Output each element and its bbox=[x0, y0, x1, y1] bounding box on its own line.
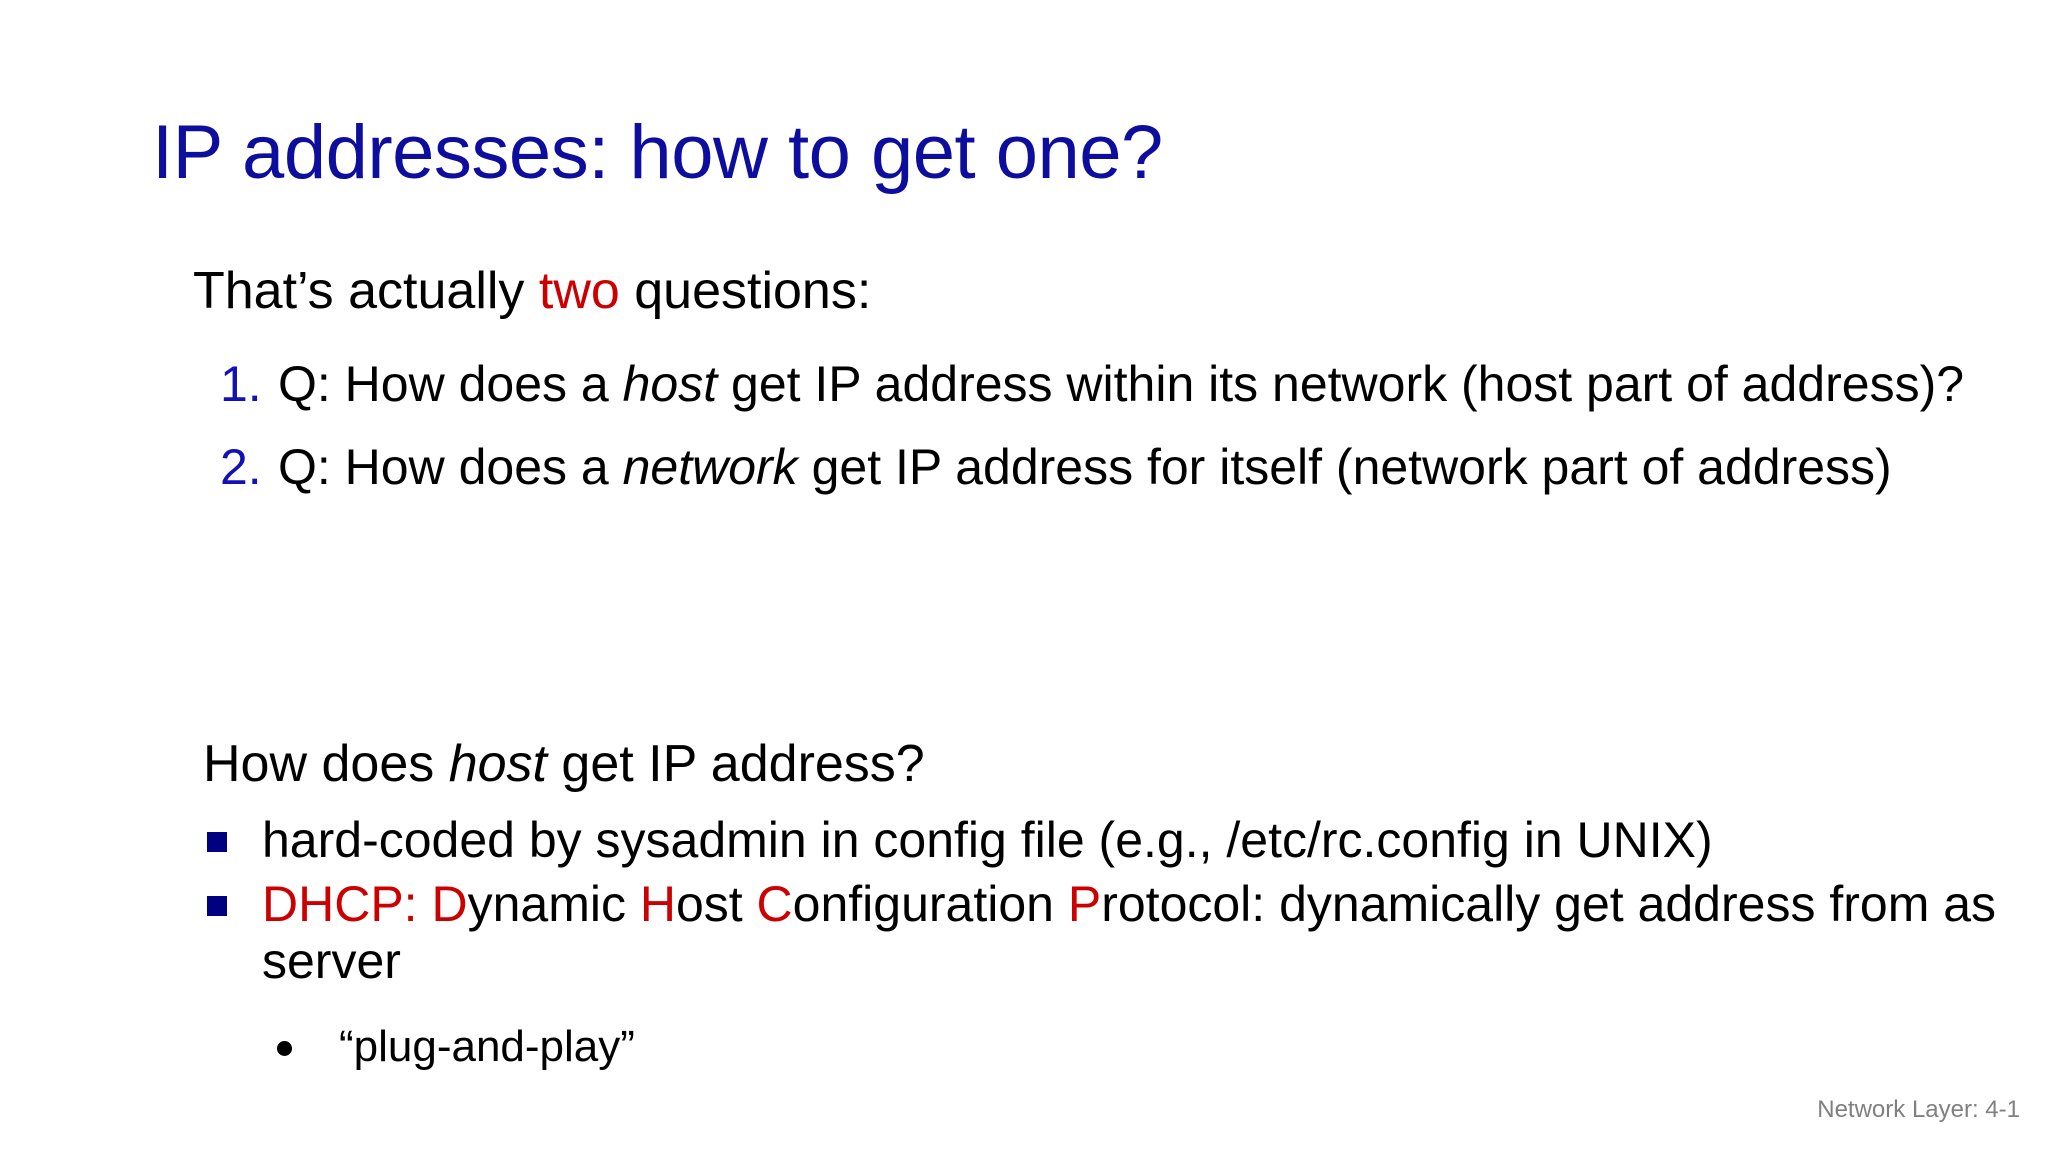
bullet-hardcoded-text: hard-coded by sysadmin in config file (e… bbox=[262, 812, 1713, 868]
sub-bullet-plug-and-play: “plug-and-play” bbox=[339, 1022, 635, 1071]
round-bullet-icon bbox=[277, 1041, 292, 1056]
list-item: hard-coded by sysadmin in config file (e… bbox=[205, 812, 2005, 870]
host-heading-part1: How does bbox=[203, 735, 449, 793]
question-1-part1: Q: How does a bbox=[278, 356, 623, 412]
list-item: 2. Q: How does a network get IP address f… bbox=[220, 438, 2010, 497]
question-1-part2: get IP address within its network (host … bbox=[717, 356, 1965, 412]
dhcp-letter-h: H bbox=[639, 875, 676, 932]
dhcp-word-onfiguration: onfiguration bbox=[792, 875, 1068, 932]
dhcp-letter-c: C bbox=[756, 875, 793, 932]
question-2-part1: Q: How does a bbox=[278, 438, 623, 495]
question-1-emphasis: host bbox=[622, 356, 718, 412]
numbered-question-list: 1. Q: How does a host get IP address with… bbox=[220, 355, 2010, 520]
list-item: 1. Q: How does a host get IP address with… bbox=[220, 355, 2010, 414]
host-heading-part2: get IP address? bbox=[546, 735, 925, 793]
dhcp-acronym: DHCP: bbox=[262, 875, 432, 932]
section-heading-host: How does host get IP address? bbox=[203, 735, 925, 793]
dhcp-word-ynamic: ynamic bbox=[467, 875, 640, 932]
dhcp-sub-list: “plug-and-play” bbox=[277, 1022, 1877, 1073]
square-bullet-icon bbox=[207, 895, 227, 916]
lead-question-line: That’s actually two questions: bbox=[193, 262, 871, 320]
dhcp-letter-p: P bbox=[1067, 875, 1102, 932]
question-2-part2: get IP address for itself (network part … bbox=[797, 438, 1892, 495]
square-bullet-icon bbox=[207, 832, 227, 852]
host-heading-emphasis: host bbox=[448, 735, 547, 793]
dhcp-letter-d: D bbox=[431, 875, 468, 932]
list-item: DHCP: Dynamic Host Configuration Protoco… bbox=[205, 876, 2005, 991]
page-title: IP addresses: how to get one? bbox=[152, 109, 1163, 195]
list-marker-1: 1. bbox=[220, 356, 262, 412]
list-item: “plug-and-play” bbox=[277, 1022, 1877, 1073]
list-marker-2: 2. bbox=[220, 438, 262, 495]
dhcp-word-ost: ost bbox=[675, 875, 757, 932]
dhcp-word-rotocol: rotocol: dynamically get address from as… bbox=[262, 875, 1997, 990]
lead-text-after: questions: bbox=[619, 262, 872, 320]
lead-highlight-two: two bbox=[538, 262, 620, 320]
lead-text-before: That’s actually bbox=[193, 262, 539, 320]
host-method-list: hard-coded by sysadmin in config file (e… bbox=[205, 812, 2005, 997]
question-2-emphasis: network bbox=[622, 438, 798, 495]
slide-footer: Network Layer: 4-1 bbox=[1817, 1096, 2020, 1123]
